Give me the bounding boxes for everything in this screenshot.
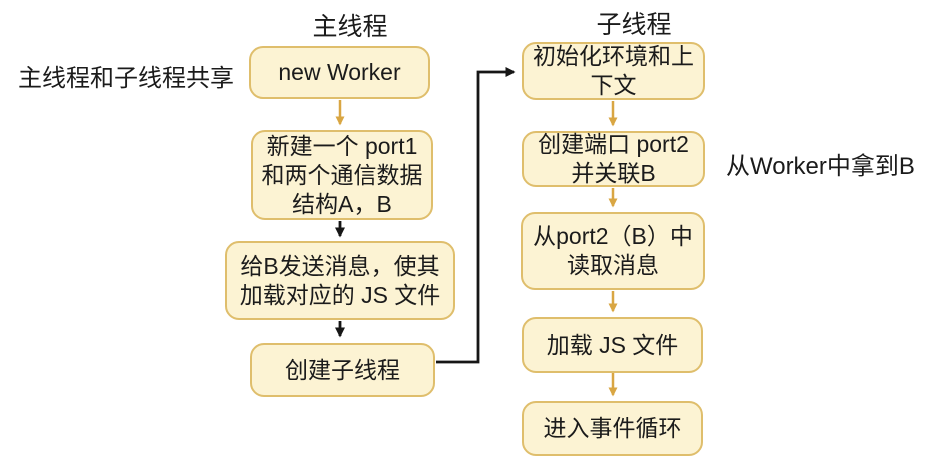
- flow-node-send-message: 给B发送消息，使其 加载对应的 JS 文件: [225, 241, 455, 320]
- flow-node-create-port1: 新建一个 port1 和两个通信数据 结构A，B: [251, 130, 433, 220]
- flow-node-new-worker: new Worker: [249, 46, 430, 99]
- child-thread-title: 子线程: [596, 11, 672, 39]
- flow-node-create-port2: 创建端口 port2 并关联B: [522, 131, 705, 187]
- connector-createchild-to-init: [436, 67, 516, 364]
- shared-annotation: 主线程和子线程共享: [18, 65, 234, 92]
- flow-node-create-child-thread: 创建子线程: [250, 343, 435, 397]
- flow-node-event-loop: 进入事件循环: [522, 401, 703, 456]
- flow-node-init-environment: 初始化环境和上 下文: [522, 42, 705, 100]
- main-thread-title: 主线程: [312, 13, 388, 41]
- worker-annotation: 从Worker中拿到B: [726, 153, 915, 180]
- flow-node-load-js: 加载 JS 文件: [522, 317, 703, 373]
- flow-node-read-message: 从port2（B）中 读取消息: [521, 212, 705, 290]
